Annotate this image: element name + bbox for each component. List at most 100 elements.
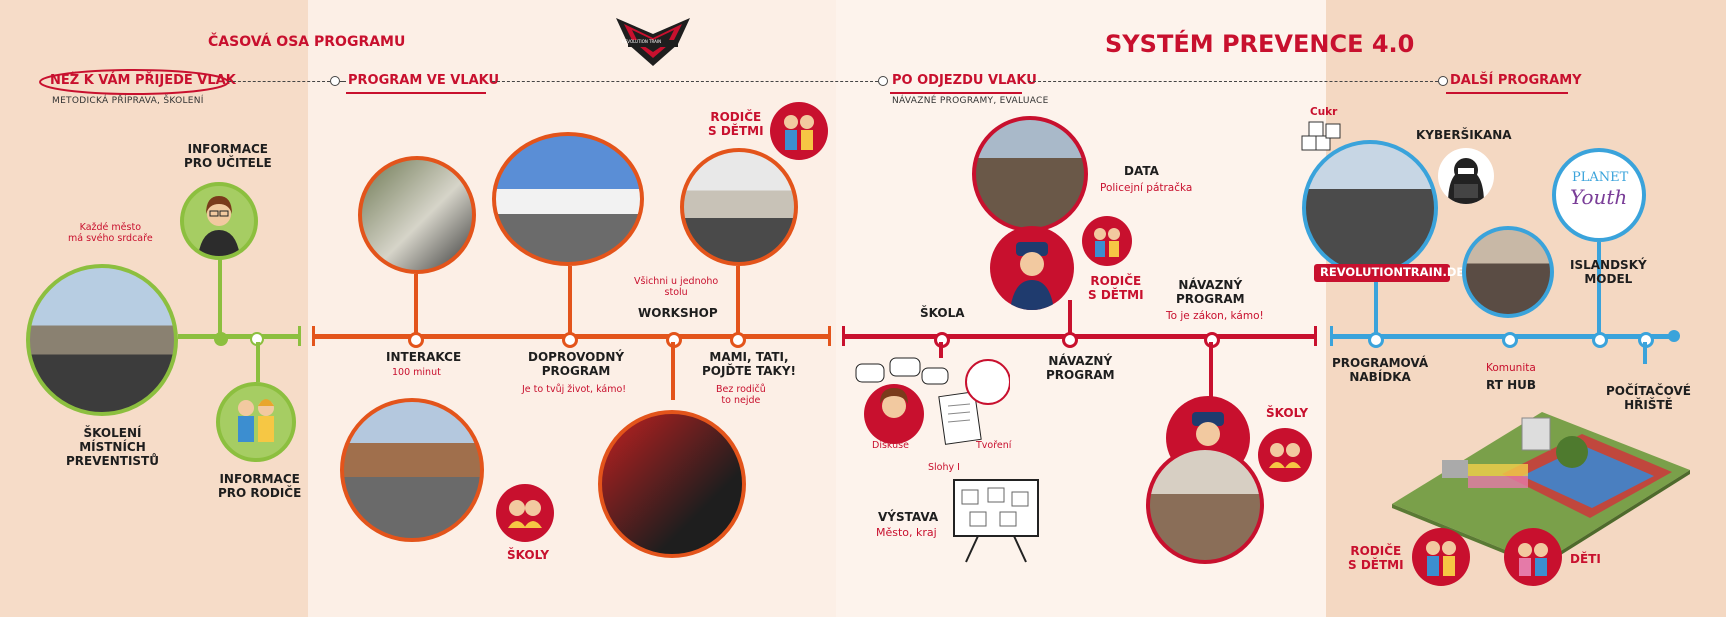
family-icon-2: [770, 102, 828, 160]
connector-parents: [256, 342, 260, 382]
schools-icon-1: [496, 484, 554, 542]
schools-icon-3: [1258, 428, 1312, 482]
family-icon-4: [1412, 528, 1470, 586]
stage-after-sub: NÁVAZNÉ PROGRAMY, EVALUACE: [892, 96, 1049, 106]
timeline-red-end: [1314, 326, 1317, 346]
label-vystava-sub: Město, kraj: [876, 526, 937, 539]
stage-node-3: [1438, 76, 1448, 86]
interakce-photo: [358, 156, 476, 274]
connector-navazny: [1209, 342, 1213, 400]
label-data-sub: Policejní pátračka: [1100, 182, 1193, 194]
planet-youth-logo: [1552, 148, 1646, 242]
label-skola: ŠKOLA: [920, 306, 965, 320]
label-komunita: Komunita: [1486, 362, 1536, 374]
data-photo: [972, 116, 1088, 232]
sugar-cubes-icon: [1301, 121, 1341, 151]
kyber-photo: [1302, 140, 1438, 276]
timeline-green: [178, 334, 300, 339]
stage-connector-1b: [340, 81, 346, 82]
connector-mami: [736, 266, 740, 336]
node-doprovodny: [562, 332, 578, 348]
timeline-blue-start: [1330, 326, 1333, 346]
label-rthub: RT HUB: [1486, 378, 1536, 392]
connector-data: [1068, 300, 1072, 334]
label-slohy: Slohy I: [928, 462, 960, 473]
vystava-board-illustration: [953, 479, 1039, 563]
diskuse-illustration: [855, 357, 1010, 445]
rthub-photo: [1462, 226, 1554, 318]
revolution-train-logo: [616, 18, 690, 66]
node-teachers: [214, 332, 228, 346]
family-icon-3: [1082, 216, 1132, 266]
connector-programova: [1374, 282, 1378, 336]
node-programova: [1368, 332, 1384, 348]
workshop-photo: [598, 410, 746, 558]
stage-in-train-label: PROGRAM VE VLAKU: [348, 73, 500, 88]
stage-more-underline: [1446, 92, 1568, 94]
timeline-title: ČASOVÁ OSA PROGRAMU: [208, 34, 406, 50]
label-interakce-sub: 100 minut: [392, 367, 441, 378]
node-data: [1062, 332, 1078, 348]
timeline-orange-end: [828, 326, 831, 346]
police-icon-1: [990, 226, 1074, 310]
logo-text: REVOLUTION TRAIN: [622, 39, 662, 44]
parents-avatar: [216, 382, 296, 462]
train-photo: [340, 398, 484, 542]
stage-in-train-underline: [346, 92, 486, 94]
children-icon: [1504, 528, 1562, 586]
label-workshop: WORKSHOP: [638, 306, 718, 320]
playground-illustration: [1392, 412, 1690, 568]
label-data: DATA: [1124, 164, 1159, 178]
planet-youth-bottom: Youth: [1570, 185, 1628, 209]
stage-after-label: PO ODJEZDU VLAKU: [892, 73, 1037, 88]
label-diskuse: Diskuse: [872, 440, 909, 451]
stage-connector-3: [1028, 81, 1438, 82]
timeline-red-start: [842, 326, 845, 346]
label-navazny-top-sub: To je zákon, kámo!: [1166, 310, 1264, 322]
teacher-avatar: [180, 182, 258, 260]
url-banner: [1314, 264, 1450, 282]
label-skoly-2: ŠKOLY: [507, 548, 550, 562]
label-url[interactable]: REVOLUTIONTRAIN.DE: [1320, 265, 1465, 279]
stage-node-1: [330, 76, 340, 86]
label-interakce: INTERAKCE: [386, 350, 462, 364]
connector-workshop: [671, 342, 675, 400]
stage-after-underline: [890, 92, 1022, 94]
connector-islandsky: [1597, 242, 1601, 334]
label-kyber: KYBERŠIKANA: [1416, 128, 1512, 142]
connector-pocitacove: [1643, 342, 1647, 364]
timeline-red: [842, 334, 1316, 339]
navazny-photo: [1146, 446, 1264, 564]
stage-before-sub: METODICKÁ PŘÍPRAVA, ŠKOLENÍ: [52, 96, 204, 106]
connector-teachers: [218, 258, 222, 336]
label-vystava: VÝSTAVA: [878, 510, 939, 524]
timeline-orange-start: [312, 326, 315, 346]
stage-before-ellipse: [39, 69, 229, 95]
node-rthub: [1502, 332, 1518, 348]
planet-youth-top: PLANET: [1572, 170, 1629, 185]
node-interakce: [408, 332, 424, 348]
label-deti: DĚTI: [1570, 552, 1601, 566]
node-islandsky: [1592, 332, 1608, 348]
stage-node-2: [878, 76, 888, 86]
main-title: SYSTÉM PREVENCE 4.0: [1105, 30, 1415, 58]
node-end: [1668, 330, 1680, 342]
label-tvoreni: Tvoření: [976, 440, 1012, 451]
stage-connector-1: [228, 81, 330, 82]
node-mami: [730, 332, 746, 348]
label-doprovodny-sub: Je to tvůj život, kámo!: [522, 384, 627, 395]
